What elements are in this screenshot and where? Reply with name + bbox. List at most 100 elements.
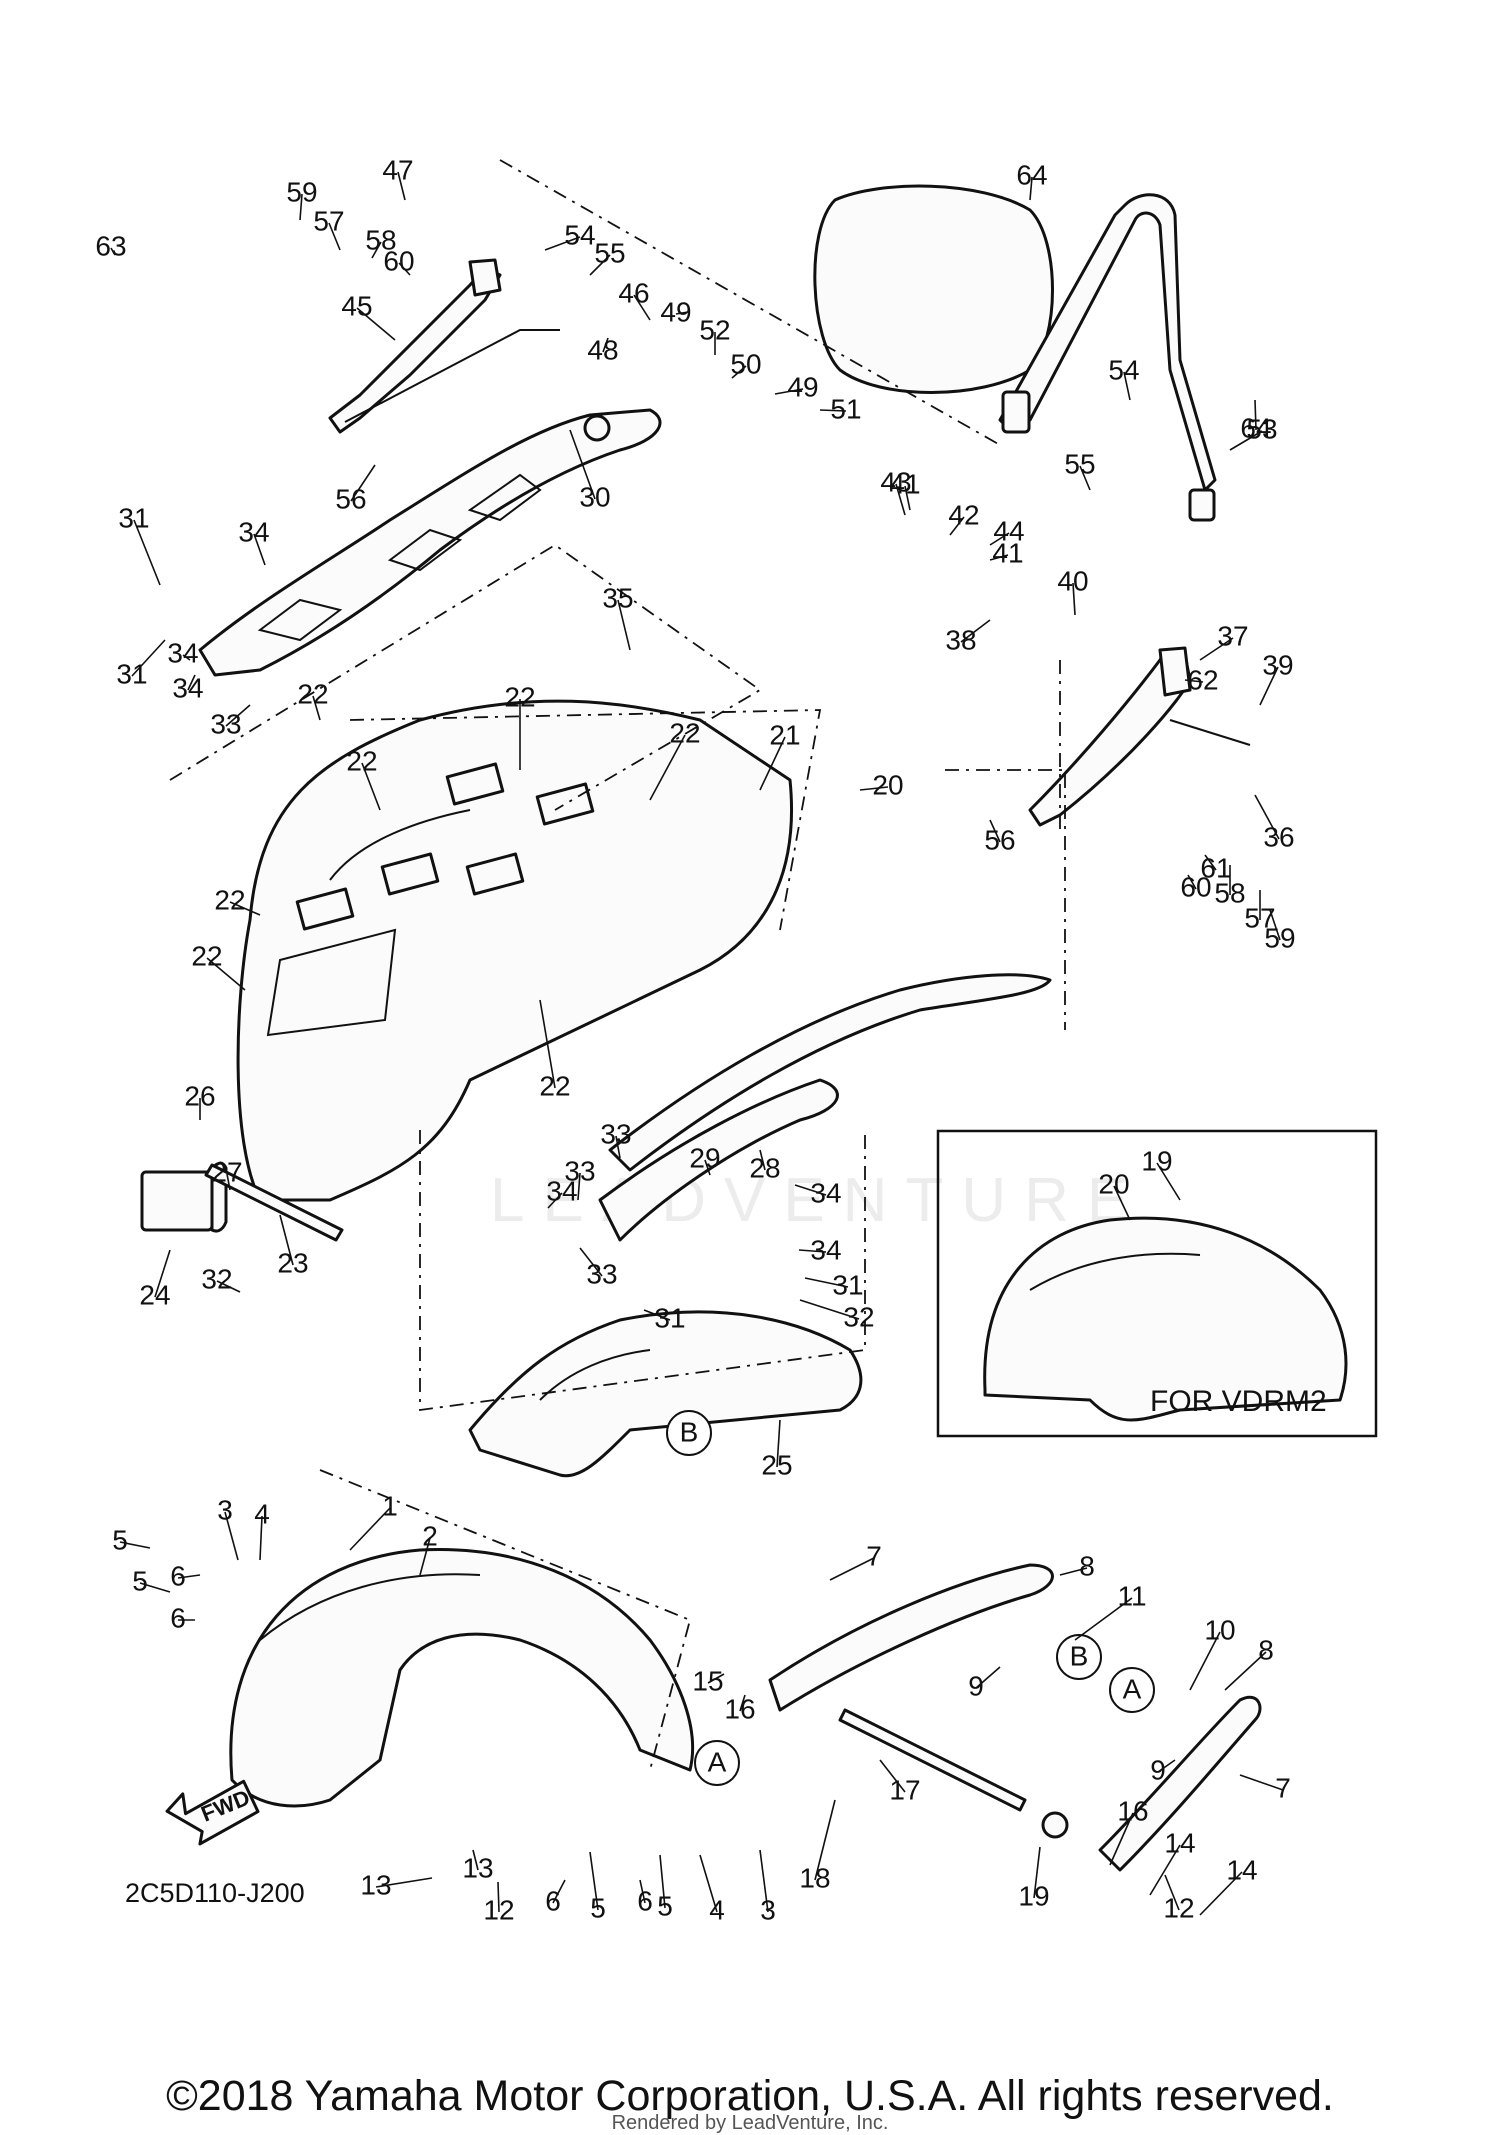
callout-number-59: 59 [286, 176, 317, 207]
callout-number-60: 60 [383, 245, 414, 276]
callout-number-22: 22 [191, 940, 222, 971]
reference-letter-b: B [1070, 1640, 1089, 1671]
callout-leader-line [182, 654, 191, 661]
callout-leader-line [547, 1192, 563, 1209]
callout-number-9: 9 [968, 1670, 984, 1701]
callout-leader-line [759, 736, 786, 791]
callout-leader-line [577, 1172, 581, 1201]
callout-number-39: 39 [1262, 649, 1293, 680]
callout-number-2: 2 [422, 1520, 438, 1551]
callout-leader-line [356, 307, 396, 341]
callout-leader-line [895, 483, 906, 516]
callout-leader-line [1156, 1162, 1181, 1201]
callout-leader-line [819, 409, 847, 412]
reference-letter-a: A [708, 1746, 727, 1777]
callout-number-43: 43 [880, 466, 911, 497]
callout-leader-line [739, 1694, 746, 1712]
reflector-strip [204, 1163, 344, 1242]
callout-leader-line [133, 519, 161, 586]
callout-leader-line [350, 464, 376, 502]
callout-number-58: 58 [1214, 877, 1245, 908]
reference-circle-b-top: B [666, 1410, 712, 1456]
callout-leader-line [759, 1849, 769, 1913]
callout-number-54: 54 [564, 219, 595, 250]
callout-number-64: 64 [1240, 412, 1271, 443]
sissy-bar-right-stay [1028, 646, 1251, 827]
callout-number-20: 20 [872, 769, 903, 800]
watermark: LEADVENTURE [490, 1166, 1147, 1235]
callout-leader-line [798, 1249, 827, 1253]
callout-leader-line [814, 1799, 836, 1881]
callout-leader-line [371, 241, 382, 259]
callout-number-56: 56 [984, 824, 1015, 855]
callout-number-12: 12 [483, 1894, 514, 1925]
callout-number-24: 24 [139, 1279, 170, 1310]
callout-leader-line [187, 674, 196, 691]
callout-leader-line [119, 1541, 151, 1549]
callout-number-13: 13 [360, 1869, 391, 1900]
inset-label: FOR VDRM2 [1150, 1385, 1327, 1418]
callout-leader-line [794, 1184, 827, 1196]
callout-number-22: 22 [539, 1070, 570, 1101]
callout-leader-line [259, 1515, 263, 1561]
callout-leader-line [1187, 874, 1197, 890]
callout-leader-line [375, 1877, 433, 1888]
callout-leader-line [633, 294, 651, 321]
callout-number-33: 33 [210, 708, 241, 739]
fender-inner-rail [598, 1078, 839, 1242]
callout-number-7: 7 [1275, 1772, 1291, 1803]
callout-leader-line [226, 1173, 231, 1191]
callout-number-19: 19 [1141, 1145, 1172, 1176]
callout-number-16: 16 [1117, 1795, 1148, 1826]
callout-number-41: 41 [889, 468, 920, 499]
callout-leader-line [539, 999, 556, 1089]
callout-leader-line [1059, 1567, 1088, 1576]
callout-leader-line [1199, 637, 1234, 661]
callout-leader-line [1269, 909, 1281, 941]
callout-leader-line [1033, 1846, 1041, 1899]
callout-number-61: 61 [1200, 852, 1231, 883]
front-fender [229, 1548, 695, 1808]
callout-leader-line [602, 337, 609, 353]
callout-number-51: 51 [830, 393, 861, 424]
callout-number-33: 33 [586, 1258, 617, 1289]
callout-number-46: 46 [618, 277, 649, 308]
callout-number-57: 57 [1244, 902, 1275, 933]
callout-number-22: 22 [214, 884, 245, 915]
callout-number-37: 37 [1217, 620, 1248, 651]
callout-number-42: 42 [948, 499, 979, 530]
callout-number-35: 35 [602, 582, 633, 613]
callout-leader-line [206, 957, 246, 991]
callout-number-14: 14 [1226, 1854, 1257, 1885]
reference-circle-a-right: A [1109, 1667, 1155, 1713]
callout-leader-line [617, 599, 631, 651]
callout-number-10: 10 [1204, 1614, 1235, 1645]
callout-leader-line [1079, 465, 1091, 491]
callout-leader-line [1184, 679, 1204, 683]
callout-number-5: 5 [657, 1890, 673, 1921]
callout-leader-line [398, 262, 411, 276]
callout-leader-line [659, 1854, 666, 1909]
callout-number-55: 55 [594, 237, 625, 268]
callout-leader-line [1072, 582, 1076, 616]
callout-number-8: 8 [1079, 1550, 1095, 1581]
reference-letter-a: A [1123, 1673, 1142, 1704]
callout-number-31: 31 [654, 1302, 685, 1333]
callout-number-6: 6 [545, 1885, 561, 1916]
callout-leader-line [569, 429, 596, 500]
assembly-guide-lines [169, 159, 1066, 1771]
callout-number-5: 5 [112, 1524, 128, 1555]
callout-number-22: 22 [346, 745, 377, 776]
callout-number-5: 5 [590, 1892, 606, 1923]
callout-number-58: 58 [365, 224, 396, 255]
callout-number-20: 20 [1098, 1168, 1129, 1199]
callout-number-53: 53 [1246, 413, 1277, 444]
callout-number-23: 23 [277, 1247, 308, 1278]
callout-leader-line [1254, 794, 1280, 840]
callout-leader-line [1189, 1631, 1221, 1691]
callout-leader-line [497, 1881, 500, 1913]
callout-number-17: 17 [889, 1774, 920, 1805]
callout-number-47: 47 [382, 154, 413, 185]
callout-number-40: 40 [1057, 565, 1088, 596]
